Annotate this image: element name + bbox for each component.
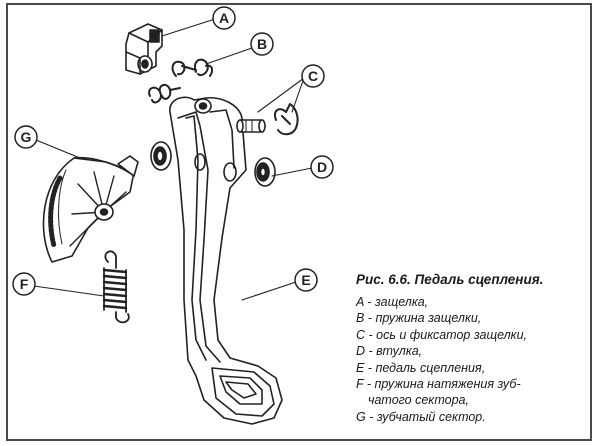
legend-item: C - ось и фиксатор защелки,	[356, 327, 527, 342]
callout-a: A	[212, 6, 236, 30]
legend-item: A - защелка,	[356, 295, 429, 309]
callout-b: B	[250, 32, 274, 56]
svg-text:C: C	[308, 68, 318, 84]
svg-text:A: A	[219, 10, 229, 26]
legend-item: G - зубчатый сектор.	[356, 409, 486, 424]
callout-f: F	[12, 272, 36, 296]
legend-item: чатого сектора,	[368, 393, 469, 408]
legend-item: E - педаль сцепления,	[356, 360, 486, 375]
figure-title: Рис. 6.6. Педаль сцепления.	[356, 272, 544, 287]
clutch-pedal-part	[169, 96, 283, 425]
legend-item: D - втулка,	[356, 344, 423, 359]
callout-d: D	[310, 155, 334, 179]
latch-axle-part	[236, 119, 266, 133]
bushing-right-part	[254, 157, 276, 187]
svg-text:F: F	[20, 276, 29, 292]
legend-item: B - пружина защелки,	[356, 311, 482, 326]
callout-g: G	[14, 125, 38, 149]
latch-retainer-part	[274, 103, 299, 136]
callout-c: C	[301, 64, 325, 88]
pedal-top-spring	[148, 84, 181, 104]
svg-text:E: E	[301, 272, 310, 288]
figure-frame	[6, 3, 592, 441]
latch-part	[125, 23, 163, 75]
bushing-left-part	[150, 141, 172, 171]
toothed-sector-part	[42, 155, 139, 263]
svg-text:G: G	[21, 129, 32, 145]
legend-item: F - пружина натяжения зуб-	[356, 377, 521, 392]
tension-spring-part	[102, 250, 130, 324]
figure-caption: Рис. 6.6. Педаль сцепления. A - защелка,…	[356, 272, 588, 425]
callout-e: E	[294, 268, 318, 292]
svg-text:D: D	[317, 159, 327, 175]
leader-lines	[33, 19, 313, 301]
latch-spring-part	[171, 58, 214, 77]
svg-text:B: B	[257, 36, 267, 52]
